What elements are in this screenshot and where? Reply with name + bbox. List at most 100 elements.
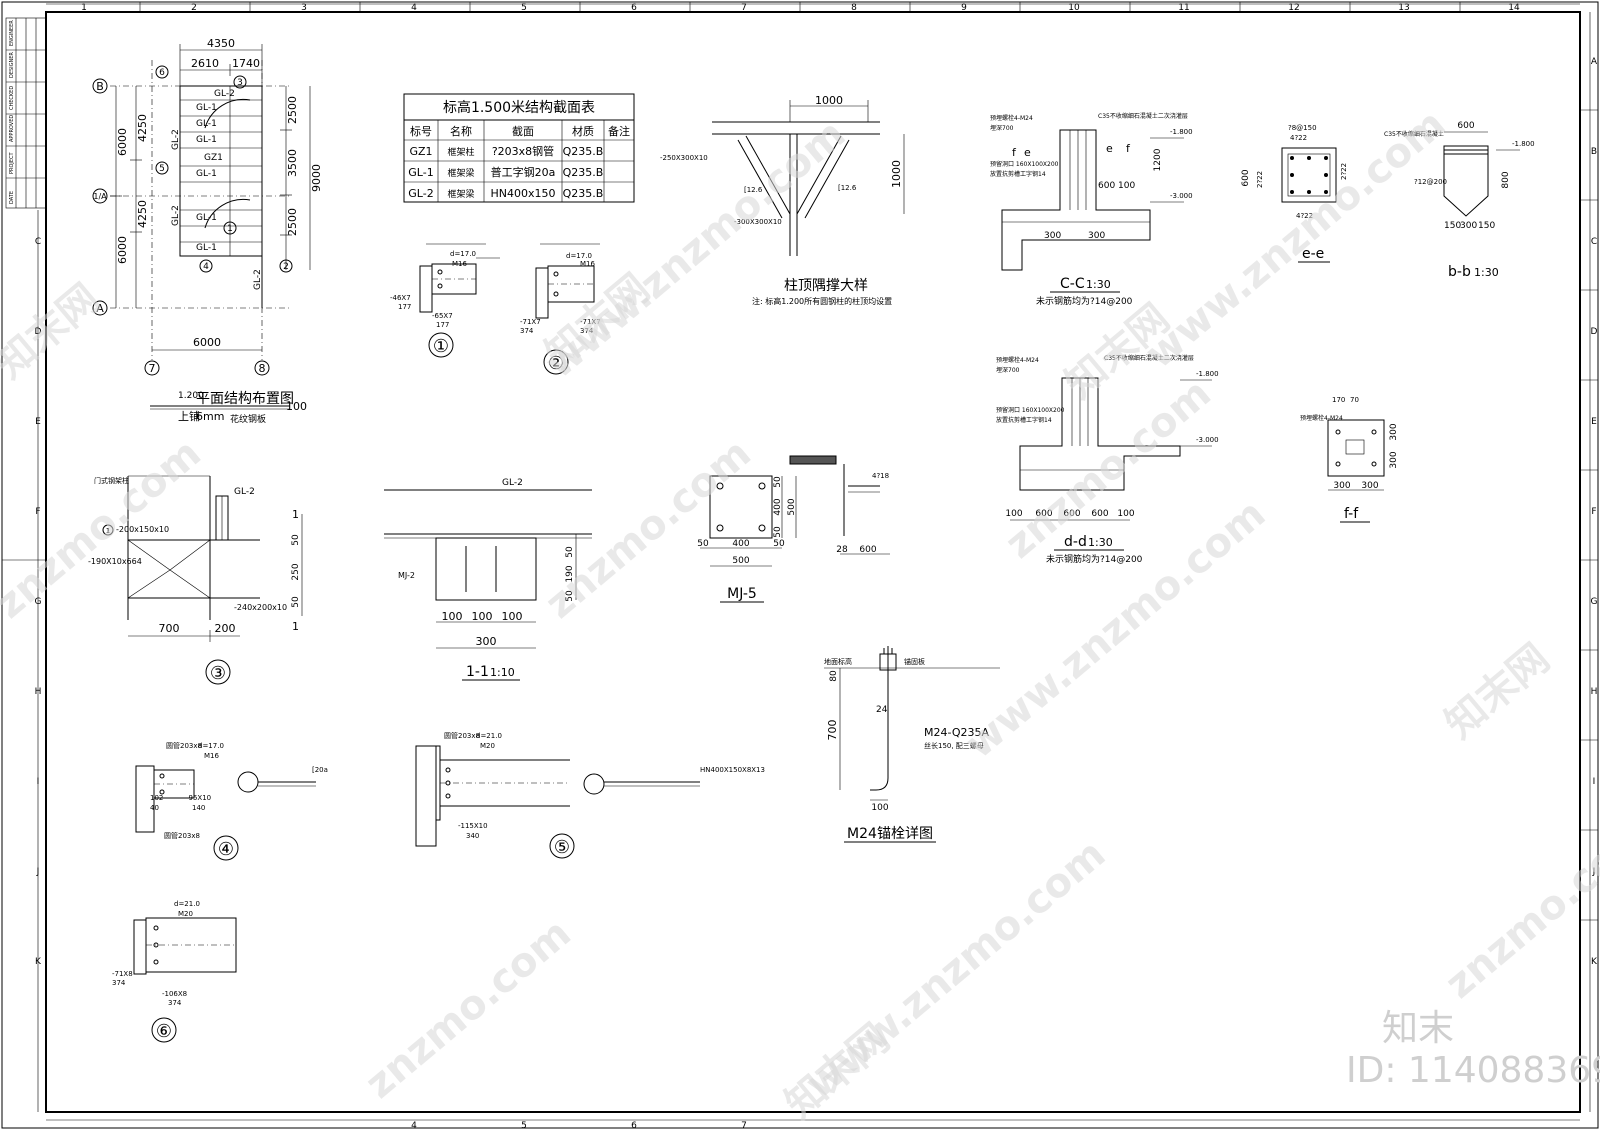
dim-text: 300 [1389, 451, 1399, 468]
section-title: C-C [1060, 276, 1085, 292]
dim-text: 400 [773, 498, 783, 515]
dim-text: 300 [1333, 481, 1350, 491]
title-strip: ENGINEER DESIGNER CHECKED APPROVED PROJE… [5, 17, 47, 209]
axis-label: 1/A [93, 192, 107, 201]
cut-mark: 1 [292, 508, 299, 521]
bolt-label: M20 [178, 910, 193, 918]
depth-label: 埋深700 [996, 366, 1020, 374]
dim-text: 80 [829, 670, 839, 682]
dim-text: 500 [787, 498, 797, 515]
grid-number: 14 [1508, 3, 1520, 13]
grid-number: 4 [411, 3, 417, 13]
rebar-label: 4?22 [1296, 212, 1313, 220]
rebar-label: 2?22 [1256, 171, 1264, 188]
grid-letter: B [1591, 147, 1597, 157]
plate-label: -95X10 [186, 794, 211, 802]
grid-letter: K [1591, 957, 1598, 967]
grid-number: 7 [741, 3, 747, 13]
detail-mark: ③ [210, 663, 226, 684]
watermark-text: www.znzmo.com [797, 831, 1114, 1108]
grid-letter: J [1592, 867, 1596, 877]
strip-label: DESIGNER [9, 52, 15, 78]
dim-text: 177 [436, 321, 449, 329]
beam-label: GL-1 [196, 103, 217, 113]
grout-label: C35不收缩细石混凝土二次浇灌层 [1104, 354, 1194, 362]
bolt-label: M20 [480, 742, 495, 750]
section-b-b: 600 C35不收缩细石混凝土 -1.800 ?12@200 800 150 3… [1384, 121, 1535, 280]
table-cell: GZ1 [409, 145, 432, 158]
dim-text: 40 [150, 804, 159, 812]
section-f-f: 170 70 预埋螺栓4-M24 300 300 300 300 f-f [1300, 396, 1399, 523]
dim-text: 300 [1389, 423, 1399, 440]
dim-text: 4250 [136, 200, 149, 228]
dim-text: 100 [472, 610, 493, 623]
grid-number: 10 [1068, 3, 1080, 13]
table-cell: GL-1 [408, 166, 433, 179]
beam-label: GL-1 [196, 135, 217, 145]
beam-label: GL-2 [214, 89, 235, 99]
channel-label: [12.6 [744, 186, 763, 194]
hole-label: d=17.0 [450, 250, 476, 258]
dim-text: 177 [398, 303, 411, 311]
dim-text: 28 [836, 545, 848, 555]
plan-note-left: 上铺 [178, 410, 200, 423]
table-header: 备注 [608, 124, 630, 138]
dim-text: 600 [1241, 169, 1251, 186]
axis-label: 2 [283, 262, 289, 272]
dim-text: 374 [580, 327, 594, 335]
table-cell: 框架梁 [447, 188, 474, 200]
table-cell: 框架柱 [447, 146, 474, 158]
table-cell: 普工字钢20a [491, 165, 556, 179]
table-cell: ?203x8钢管 [492, 144, 554, 158]
dim-text: 1000 [815, 94, 843, 107]
grid-number: 5 [521, 1121, 527, 1130]
watermarks: 知末网 znzmo.com www.znzmo.com znzmo.com 知末… [0, 101, 1600, 1128]
watermark-text: znzmo.com [1437, 810, 1600, 1007]
grid-number: 6 [631, 1121, 637, 1130]
dim-text: 50 [291, 534, 301, 546]
dim-text: 600 [1035, 509, 1052, 519]
dim-text: 800 [1501, 171, 1511, 188]
grid-number: 3 [301, 3, 307, 13]
section-table: 标高1.500米结构截面表 标号 名称 截面 材质 备注 GZ1 框架柱 ?20… [403, 93, 635, 203]
grid-number: 7 [741, 1121, 747, 1130]
dim-text: 300 [1044, 231, 1061, 241]
brace-title: 柱顶隅撑大样 [784, 278, 868, 294]
grid-number: 11 [1178, 3, 1189, 13]
detail-mark: ④ [218, 839, 234, 860]
section-title: e-e [1302, 246, 1324, 262]
detail-4: 圆管203x8 d=17.0 M16 -95X10 140 102 40 圆管2… [135, 741, 328, 861]
rebar-note: 未示钢筋均为?14@200 [1046, 553, 1143, 565]
hole-label: d=17.0 [198, 742, 224, 750]
cut-mark: e [1024, 146, 1031, 159]
dim-text: 24 [876, 705, 888, 715]
column-label: GZ1 [204, 153, 223, 163]
beam-label: GL-1 [196, 119, 217, 129]
detail-mark: ② [548, 353, 564, 374]
grid-letter: G [1591, 597, 1598, 607]
dim-text: 400 [732, 539, 749, 549]
cut-mark: e [1106, 142, 1113, 155]
anchor-note: 丝长150, 配三螺母 [924, 741, 984, 750]
elev-label: -3.000 [1196, 436, 1219, 444]
grid-number: 9 [961, 3, 967, 13]
watermark-text: www.znzmo.com [1137, 101, 1454, 378]
dim-text: 50 [697, 539, 709, 549]
dim-text: 700 [159, 622, 180, 635]
cut-mark: f [1012, 146, 1017, 159]
grid-number: 12 [1288, 3, 1299, 13]
dim-text: 70 [1350, 396, 1359, 404]
watermark-text: 知末网 [0, 275, 108, 387]
dim-text: 374 [168, 999, 182, 1007]
dim-text: 100 [871, 803, 888, 813]
dim-text: 6000 [193, 336, 221, 349]
item-mark: 1 [106, 527, 110, 535]
strip-label: PROJECT [9, 151, 15, 174]
dim-text: 100 [1005, 509, 1022, 519]
axis-label: A [96, 302, 104, 315]
plate-label: -250X300X10 [660, 154, 708, 162]
strip-label: DATE [9, 191, 15, 204]
dim-text: 500 [732, 556, 749, 566]
plate-label: -65X7 [432, 312, 453, 320]
brace-note: 注: 标高1.200所有圆钢柱的柱顶均设置 [752, 296, 892, 306]
